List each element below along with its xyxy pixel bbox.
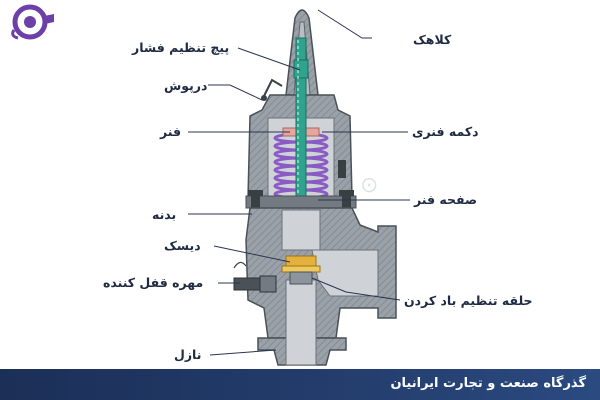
disc [281,255,321,273]
label-blowdown-ring: حلقه تنظیم باد کردن [404,293,533,308]
label-spring-plate: صفحه فنر [414,192,478,207]
label-nozzle: نازل [174,347,202,362]
valve-body [245,207,397,339]
nozzle [257,271,347,366]
watermark: ⊙ [360,173,378,198]
leader-lines [188,9,410,356]
label-disc: دیسک [164,238,201,253]
cap-lever [261,78,283,101]
company-logo [11,4,54,40]
label-spring-button: دکمه فنری [412,124,479,139]
label-body: بدنه [152,207,177,222]
footer-company-name: گذرگاه صنعت و تجارت ایرانیان [390,376,586,391]
footer-bar: گذرگاه صنعت و تجارت ایرانیان [0,369,600,400]
label-pressure-screw: پیچ تنظیم فشار [132,40,230,55]
label-cap-lever: درپوش [164,78,208,93]
lock-nut [233,261,277,293]
label-spring: فنر [160,124,182,139]
label-lock-nut: مهره قفل کننده [103,275,204,290]
label-bonnet-cap: کلاهک [413,32,452,47]
